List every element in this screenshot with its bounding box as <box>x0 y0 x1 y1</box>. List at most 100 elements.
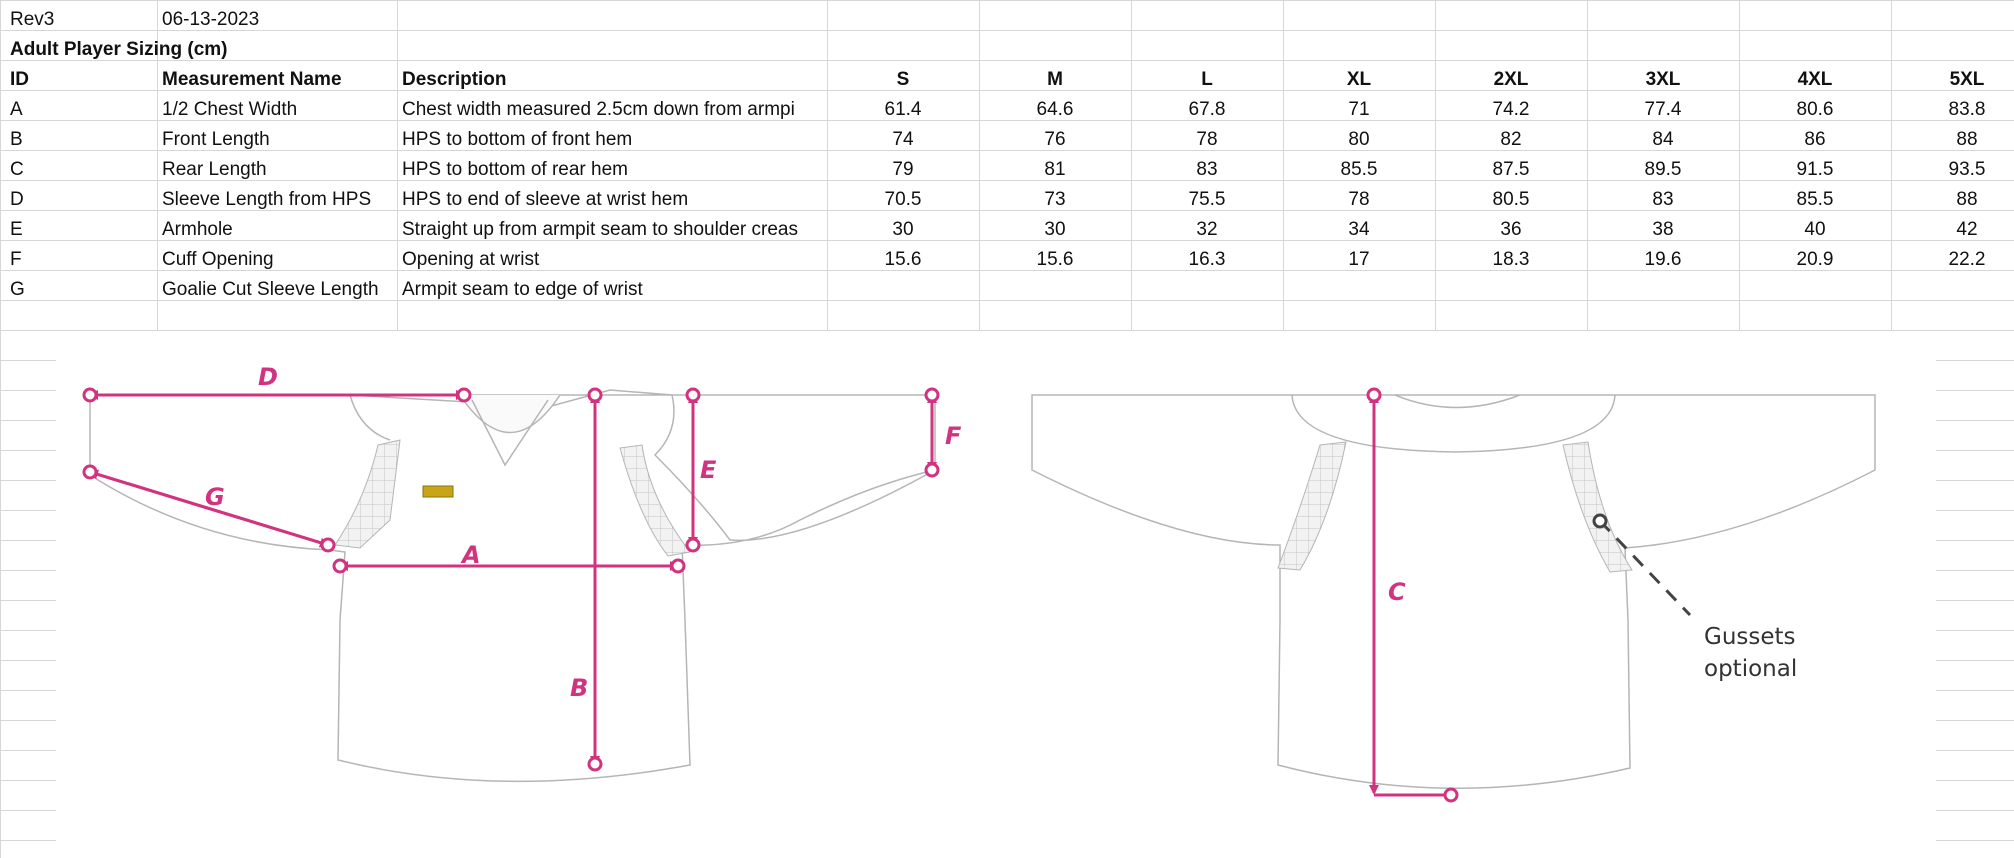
cell-measurement-name[interactable]: Front Length <box>162 129 270 150</box>
cell-size-value[interactable] <box>1435 275 1587 305</box>
cell-size-value[interactable]: 61.4 <box>884 99 922 120</box>
cell-size-value[interactable]: 34 <box>1348 219 1370 240</box>
cell-size-value[interactable] <box>827 275 979 305</box>
cell-size-value[interactable]: 19.6 <box>1644 249 1682 270</box>
cell-size-value[interactable] <box>1587 275 1739 305</box>
cell-size-value[interactable]: 36 <box>1500 219 1522 240</box>
header-measurement-name[interactable]: Measurement Name <box>162 69 342 90</box>
cell-id[interactable]: C <box>10 159 24 180</box>
header-size[interactable]: L <box>1201 69 1213 90</box>
cell-description[interactable]: Armpit seam to edge of wrist <box>402 279 643 300</box>
cell-size-value[interactable]: 88 <box>1956 129 1978 150</box>
cell-size-value[interactable]: 85.5 <box>1340 159 1378 180</box>
cell-id[interactable]: F <box>10 249 22 270</box>
cell-id[interactable]: G <box>10 279 25 300</box>
endpoint-circle <box>332 558 348 574</box>
cell-measurement-name[interactable]: Armhole <box>162 219 233 240</box>
header-size[interactable]: XL <box>1346 69 1372 90</box>
cell-size-value[interactable]: 71 <box>1348 99 1370 120</box>
front-jersey <box>89 389 936 783</box>
header-id[interactable]: ID <box>10 69 29 90</box>
cell-size-value[interactable]: 64.6 <box>1036 99 1074 120</box>
cell-size-value[interactable]: 38 <box>1652 219 1674 240</box>
cell-size-value[interactable]: 77.4 <box>1644 99 1682 120</box>
cell-size-value[interactable]: 89.5 <box>1644 159 1682 180</box>
cell-id[interactable]: B <box>10 129 23 150</box>
cell-size-value[interactable]: 86 <box>1804 129 1826 150</box>
grid-line <box>979 0 980 331</box>
cell-size-value[interactable]: 80.6 <box>1796 99 1834 120</box>
cell-size-value[interactable]: 16.3 <box>1188 249 1226 270</box>
cell-size-value[interactable]: 17 <box>1348 249 1370 270</box>
cell-size-value[interactable] <box>1739 275 1891 305</box>
cell-size-value[interactable]: 80 <box>1348 129 1370 150</box>
cell-size-value[interactable]: 87.5 <box>1492 159 1530 180</box>
cell-size-value[interactable]: 88 <box>1956 189 1978 210</box>
cell-size-value[interactable]: 73 <box>1044 189 1066 210</box>
cell-id[interactable]: E <box>10 219 23 240</box>
header-description[interactable]: Description <box>402 69 507 90</box>
cell-size-value[interactable]: 93.5 <box>1948 159 1986 180</box>
cell-size-value[interactable]: 75.5 <box>1188 189 1226 210</box>
endpoint-circle <box>82 387 98 403</box>
header-size[interactable]: 4XL <box>1797 69 1833 90</box>
cell-size-value[interactable]: 84 <box>1652 129 1674 150</box>
cell-size-value[interactable]: 83 <box>1652 189 1674 210</box>
cell-size-value[interactable]: 67.8 <box>1188 99 1226 120</box>
cell-measurement-name[interactable]: Cuff Opening <box>162 249 274 270</box>
cell-size-value[interactable]: 22.2 <box>1948 249 1986 270</box>
cell-description[interactable]: Opening at wrist <box>402 249 540 270</box>
cell-size-value[interactable]: 42 <box>1956 219 1978 240</box>
rev-date[interactable]: 06-13-2023 <box>162 9 260 30</box>
cell-size-value[interactable]: 81 <box>1044 159 1066 180</box>
cell-size-value[interactable]: 30 <box>1044 219 1066 240</box>
cell-size-value[interactable]: 20.9 <box>1796 249 1834 270</box>
cell-description[interactable]: Straight up from armpit seam to shoulder… <box>402 219 799 240</box>
cell-size-value[interactable]: 15.6 <box>1036 249 1074 270</box>
cell-size-value[interactable]: 18.3 <box>1492 249 1530 270</box>
cell-size-value[interactable]: 30 <box>892 219 914 240</box>
cell-description[interactable]: Chest width measured 2.5cm down from arm… <box>402 99 795 120</box>
cell-size-value[interactable]: 83.8 <box>1948 99 1986 120</box>
cell-size-value[interactable]: 83 <box>1196 159 1218 180</box>
cell-size-value[interactable]: 91.5 <box>1796 159 1834 180</box>
label-f: F <box>945 422 962 450</box>
cell-size-value[interactable]: 79 <box>892 159 914 180</box>
header-size[interactable]: M <box>1047 69 1063 90</box>
cell-size-value[interactable]: 85.5 <box>1796 189 1834 210</box>
measurement-endpoints <box>82 387 1459 803</box>
cell-description[interactable]: HPS to end of sleeve at wrist hem <box>402 189 689 210</box>
cell-size-value[interactable]: 78 <box>1348 189 1370 210</box>
cell-size-value[interactable]: 76 <box>1044 129 1066 150</box>
cell-size-value[interactable]: 74.2 <box>1492 99 1530 120</box>
cell-size-value[interactable]: 32 <box>1196 219 1218 240</box>
endpoint-circle <box>587 756 603 772</box>
cell-measurement-name[interactable]: 1/2 Chest Width <box>162 99 298 120</box>
cell-measurement-name[interactable]: Rear Length <box>162 159 267 180</box>
cell-size-value[interactable]: 74 <box>892 129 914 150</box>
cell-description[interactable]: HPS to bottom of rear hem <box>402 159 628 180</box>
cell-size-value[interactable]: 70.5 <box>884 189 922 210</box>
cell-size-value[interactable]: 15.6 <box>884 249 922 270</box>
header-size[interactable]: 5XL <box>1949 69 1985 90</box>
cell-size-value[interactable]: 80.5 <box>1492 189 1530 210</box>
cell-measurement-name[interactable]: Sleeve Length from HPS <box>162 189 372 210</box>
cell-size-value[interactable] <box>979 275 1131 305</box>
cell-size-value[interactable] <box>1131 275 1283 305</box>
cell-size-value[interactable]: 78 <box>1196 129 1218 150</box>
gusset-note-line-1: Gussets <box>1704 624 1796 650</box>
back-jersey <box>1031 394 1876 790</box>
cell-size-value[interactable]: 40 <box>1804 219 1826 240</box>
cell-size-value[interactable] <box>1891 275 2014 305</box>
cell-measurement-name[interactable]: Goalie Cut Sleeve Length <box>162 279 379 300</box>
header-size[interactable]: 2XL <box>1493 69 1529 90</box>
header-size[interactable]: S <box>896 69 910 90</box>
cell-size-value[interactable]: 82 <box>1500 129 1522 150</box>
cell-id[interactable]: A <box>10 99 23 120</box>
cell-id[interactable]: D <box>10 189 24 210</box>
cell-size-value[interactable] <box>1283 275 1435 305</box>
cell-description[interactable]: HPS to bottom of front hem <box>402 129 633 150</box>
header-size[interactable]: 3XL <box>1645 69 1681 90</box>
sheet-title[interactable]: Adult Player Sizing (cm) <box>10 39 228 60</box>
rev-label[interactable]: Rev3 <box>10 9 55 30</box>
